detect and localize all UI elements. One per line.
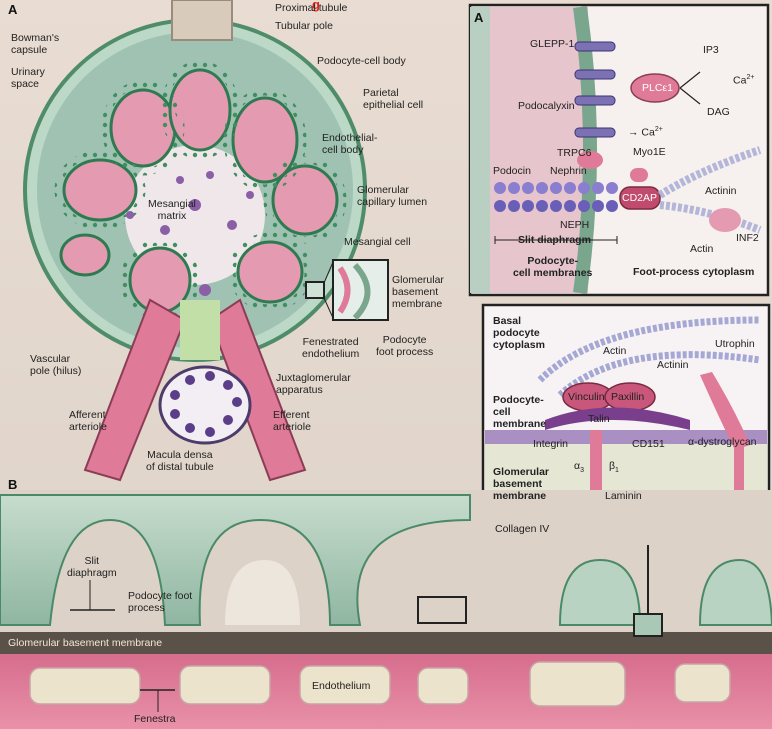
label-dag: DAG [707,106,730,118]
label-glomerular-capillary-lumen: Glomerular capillary lumen [357,184,427,208]
label-juxtaglomerular-apparatus: Juxtaglomerular apparatus [276,372,351,396]
label-talin: Talin [588,413,610,425]
label-podocyte-cell-membrane: Podocyte- cell membrane [493,394,546,430]
label-nephrin: Nephrin [550,165,587,177]
beta1-sub: 1 [615,467,619,474]
label-neph: NEPH [560,219,589,231]
label-endothelial-cell-body: Endothelial- cell body [322,132,377,156]
label-mesangial-cell: Mesangial cell [344,236,411,248]
label-podocalyxin: Podocalyxin [518,100,575,112]
label-integrin: Integrin [533,438,568,450]
ca-top-text: Ca [733,75,746,87]
slit-diaphragm-inset [470,5,768,295]
panel-b-letter: B [8,477,17,492]
label-podocyte-cell-body: Podocyte-cell body [317,55,406,67]
label-efferent-arteriole: Efferent arteriole [273,409,311,433]
alpha3-sub: 3 [580,467,584,474]
label-tubular-pole: Tubular pole [275,20,333,32]
label-fenestrated-endothelium: Fenestrated endothelium [302,336,359,360]
label-ca-top: Ca2+ [733,72,754,87]
label-podocyte-foot-process-a: Podocyte foot process [376,334,433,358]
label-podocyte-cell-membranes: Podocyte- cell membranes [513,255,592,279]
label-myo1e: Myo1E [633,146,666,158]
label-trpc6: TRPC6 [557,147,591,159]
label-glomerular-basement-membrane-a: Glomerular basement membrane [392,274,444,310]
label-glepp1: GLEPP-1 [530,38,574,50]
label-utrophin: Utrophin [715,338,755,350]
label-slit-diaphragm-b: Slit diaphragm [67,555,117,579]
label-actinin-top: Actinin [705,185,737,197]
ca-right-sup: 2+ [655,126,663,133]
label-paxillin: Paxillin [611,391,644,403]
label-alpha-dystroglycan: α-dystroglycan [688,436,757,448]
label-parietal-epithelial-cell: Parietal epithelial cell [363,87,423,111]
label-laminin: Laminin [605,490,642,502]
label-macula-densa: Macula densa of distal tubule [146,449,214,473]
label-slit-diaphragm-inset: Slit diaphragm [518,234,591,246]
label-actinin-bottom: Actinin [657,359,689,371]
label-proximal-tubule: Proximal tubule [275,2,347,14]
label-podocin: Podocin [493,165,531,177]
ca-right-text: Ca [641,127,654,139]
label-foot-process-cytoplasm: Foot-process cytoplasm [633,266,754,278]
ca-top-sup: 2+ [746,74,754,81]
label-inf2: INF2 [736,232,759,244]
label-collagen-iv: Collagen IV [495,523,549,535]
label-ca-right: → Ca2+ [628,124,663,139]
label-ip3: IP3 [703,44,719,56]
label-beta1: β1 [609,460,619,477]
label-cd2ap: CD2AP [622,192,657,204]
label-glomerular-basement-membrane-b: Glomerular basement membrane [8,637,162,649]
label-vascular-pole: Vascular pole (hilus) [30,353,81,377]
label-podocyte-foot-process-b: Podocyte foot process [128,590,192,614]
label-alpha3: α3 [574,460,584,477]
panel-b-graphic [0,490,772,729]
panel-a-letter: A [8,2,17,17]
label-vinculin: Vinculin [568,391,605,403]
label-bowmans-capsule: Bowman's capsule [11,32,59,56]
label-mesangial-matrix: Mesangial matrix [148,198,196,222]
label-fenestra: Fenestra [134,713,175,725]
label-actin-bottom: Actin [603,345,626,357]
label-glomerular-basement-membrane-inset: Glomerular basement membrane [493,466,549,502]
label-basal-podocyte-cytoplasm: Basal podocyte cytoplasm [493,315,545,351]
label-urinary-space: Urinary space [11,66,45,90]
label-actin-top: Actin [690,243,713,255]
inset-letter-a: A [474,10,483,25]
label-afferent-arteriole: Afferent arteriole [69,409,107,433]
label-plce1: PLCε1 [642,82,673,94]
label-endothelium: Endothelium [312,680,370,692]
label-cd151: CD151 [632,438,665,450]
